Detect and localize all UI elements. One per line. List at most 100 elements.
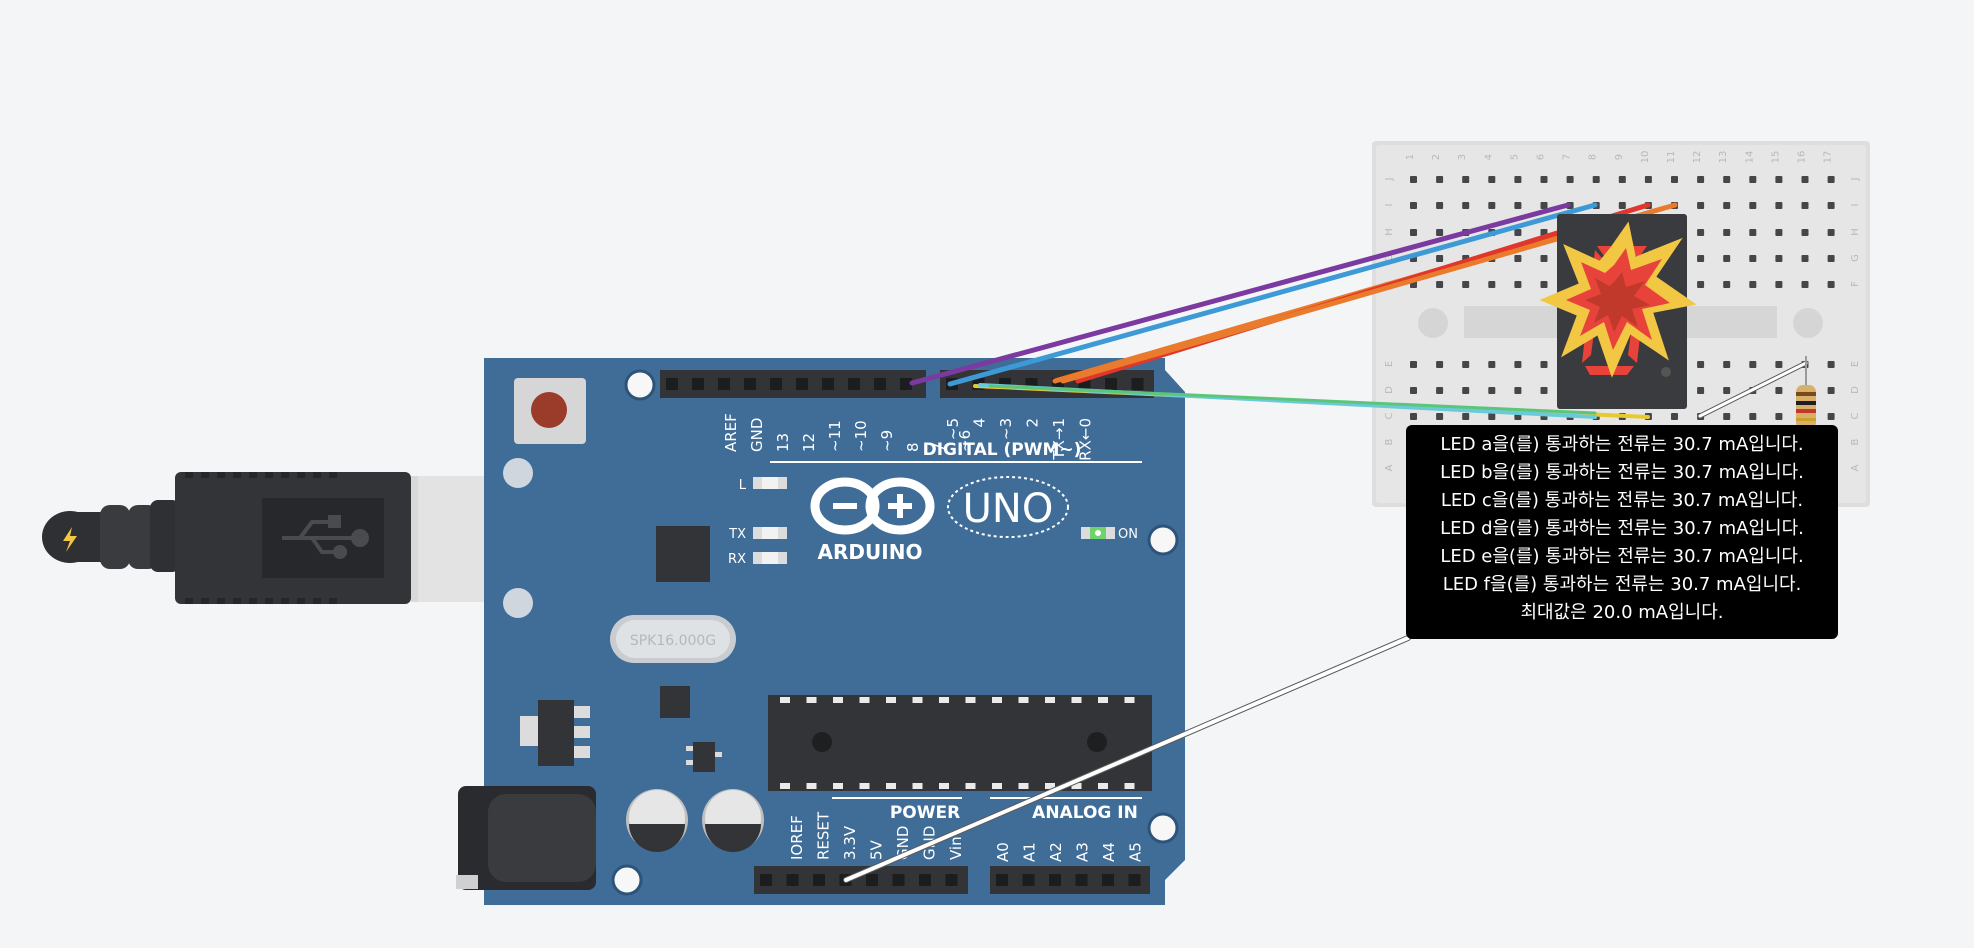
breadboard-hole[interactable] [1723, 176, 1731, 183]
breadboard-hole[interactable] [1749, 202, 1757, 209]
breadboard-hole[interactable] [1827, 255, 1835, 262]
breadboard-hole[interactable] [1488, 361, 1496, 368]
breadboard-hole[interactable] [1827, 387, 1835, 394]
wires[interactable] [843, 202, 1809, 883]
breadboard-hole[interactable] [1514, 229, 1522, 236]
breadboard-hole[interactable] [1749, 281, 1757, 288]
wire-white-resistor-core[interactable] [1698, 361, 1808, 418]
breadboard-hole[interactable] [1436, 281, 1444, 288]
breadboard-hole[interactable] [1410, 176, 1417, 183]
breadboard-hole[interactable] [1775, 281, 1783, 288]
breadboard-hole[interactable] [1723, 202, 1731, 209]
breadboard-hole[interactable] [1540, 202, 1548, 209]
breadboard-hole[interactable] [1671, 176, 1678, 183]
breadboard-hole[interactable] [1514, 281, 1522, 288]
breadboard-hole[interactable] [1488, 281, 1496, 288]
breadboard-hole[interactable] [1723, 255, 1731, 262]
wire-white-gnd-core[interactable] [844, 636, 1410, 882]
breadboard-hole[interactable] [1697, 361, 1705, 368]
breadboard-hole[interactable] [1514, 176, 1522, 183]
breadboard-hole[interactable] [1410, 229, 1417, 236]
breadboard-hole[interactable] [1488, 413, 1496, 420]
header-socket[interactable] [892, 874, 905, 886]
breadboard-hole[interactable] [1436, 387, 1444, 394]
header-socket[interactable] [996, 874, 1008, 886]
breadboard-hole[interactable] [1697, 255, 1705, 262]
breadboard-hole[interactable] [1697, 202, 1705, 209]
breadboard-hole[interactable] [1801, 176, 1809, 183]
breadboard-hole[interactable] [1801, 255, 1809, 262]
breadboard-hole[interactable] [1514, 361, 1522, 368]
breadboard-hole[interactable] [1801, 202, 1809, 209]
breadboard-hole[interactable] [1462, 176, 1470, 183]
breadboard-hole[interactable] [1671, 413, 1678, 420]
breadboard-hole[interactable] [1540, 361, 1548, 368]
breadboard-hole[interactable] [1488, 176, 1496, 183]
header-socket[interactable] [822, 378, 834, 390]
breadboard-hole[interactable] [1436, 229, 1444, 236]
breadboard-hole[interactable] [1749, 229, 1757, 236]
header-socket[interactable] [874, 378, 886, 390]
breadboard-hole[interactable] [1514, 255, 1522, 262]
header-socket[interactable] [744, 378, 756, 390]
breadboard-hole[interactable] [1410, 413, 1417, 420]
breadboard-hole[interactable] [1723, 229, 1731, 236]
breadboard-hole[interactable] [1775, 255, 1783, 262]
breadboard-hole[interactable] [1514, 387, 1522, 394]
breadboard-hole[interactable] [1775, 361, 1783, 368]
breadboard-hole[interactable] [1775, 229, 1783, 236]
breadboard-hole[interactable] [1540, 176, 1548, 183]
breadboard-hole[interactable] [1749, 413, 1757, 420]
power-header[interactable] [754, 866, 968, 894]
header-socket[interactable] [760, 874, 772, 886]
breadboard-hole[interactable] [1723, 387, 1731, 394]
breadboard-hole[interactable] [1801, 281, 1809, 288]
breadboard-hole[interactable] [1436, 361, 1444, 368]
breadboard-hole[interactable] [1462, 361, 1470, 368]
breadboard-hole[interactable] [1644, 176, 1652, 183]
breadboard-hole[interactable] [1827, 229, 1835, 236]
analog-header[interactable] [990, 866, 1150, 894]
breadboard-hole[interactable] [1410, 387, 1417, 394]
wire-purple[interactable] [909, 202, 1571, 386]
arduino-uno-board[interactable]: SPK16.000G [456, 358, 1185, 905]
breadboard-hole[interactable] [1749, 255, 1757, 262]
breadboard-hole[interactable] [1592, 176, 1600, 183]
breadboard-hole[interactable] [1723, 281, 1731, 288]
breadboard-hole[interactable] [1801, 229, 1809, 236]
breadboard-hole[interactable] [1462, 281, 1470, 288]
header-socket[interactable] [848, 378, 860, 390]
breadboard-hole[interactable] [1436, 202, 1444, 209]
breadboard-hole[interactable] [1462, 387, 1470, 394]
breadboard-hole[interactable] [1436, 176, 1444, 183]
header-socket[interactable] [1131, 378, 1144, 390]
breadboard-hole[interactable] [1540, 281, 1548, 288]
reset-button[interactable] [514, 378, 586, 444]
header-socket[interactable] [770, 378, 782, 390]
breadboard-hole[interactable] [1462, 413, 1470, 420]
breadboard-hole[interactable] [1723, 361, 1731, 368]
breadboard-hole[interactable] [1775, 202, 1783, 209]
header-socket[interactable] [1049, 874, 1061, 886]
breadboard-hole[interactable] [1514, 202, 1522, 209]
breadboard-hole[interactable] [1749, 176, 1757, 183]
breadboard-hole[interactable] [1436, 413, 1444, 420]
breadboard-hole[interactable] [1488, 202, 1496, 209]
header-socket[interactable] [1128, 874, 1141, 886]
breadboard-hole[interactable] [1775, 387, 1783, 394]
header-socket[interactable] [866, 874, 878, 886]
breadboard-hole[interactable] [1827, 202, 1835, 209]
breadboard-hole[interactable] [1697, 281, 1705, 288]
breadboard-hole[interactable] [1827, 413, 1835, 420]
breadboard-hole[interactable] [1488, 387, 1496, 394]
breadboard-hole[interactable] [1436, 255, 1444, 262]
header-socket[interactable] [1102, 874, 1114, 886]
breadboard-hole[interactable] [1749, 361, 1757, 368]
breadboard-hole[interactable] [1697, 229, 1705, 236]
header-socket[interactable] [900, 378, 912, 390]
header-socket[interactable] [692, 378, 704, 390]
header-socket[interactable] [718, 378, 730, 390]
breadboard-hole[interactable] [1410, 361, 1417, 368]
header-socket[interactable] [813, 874, 825, 886]
